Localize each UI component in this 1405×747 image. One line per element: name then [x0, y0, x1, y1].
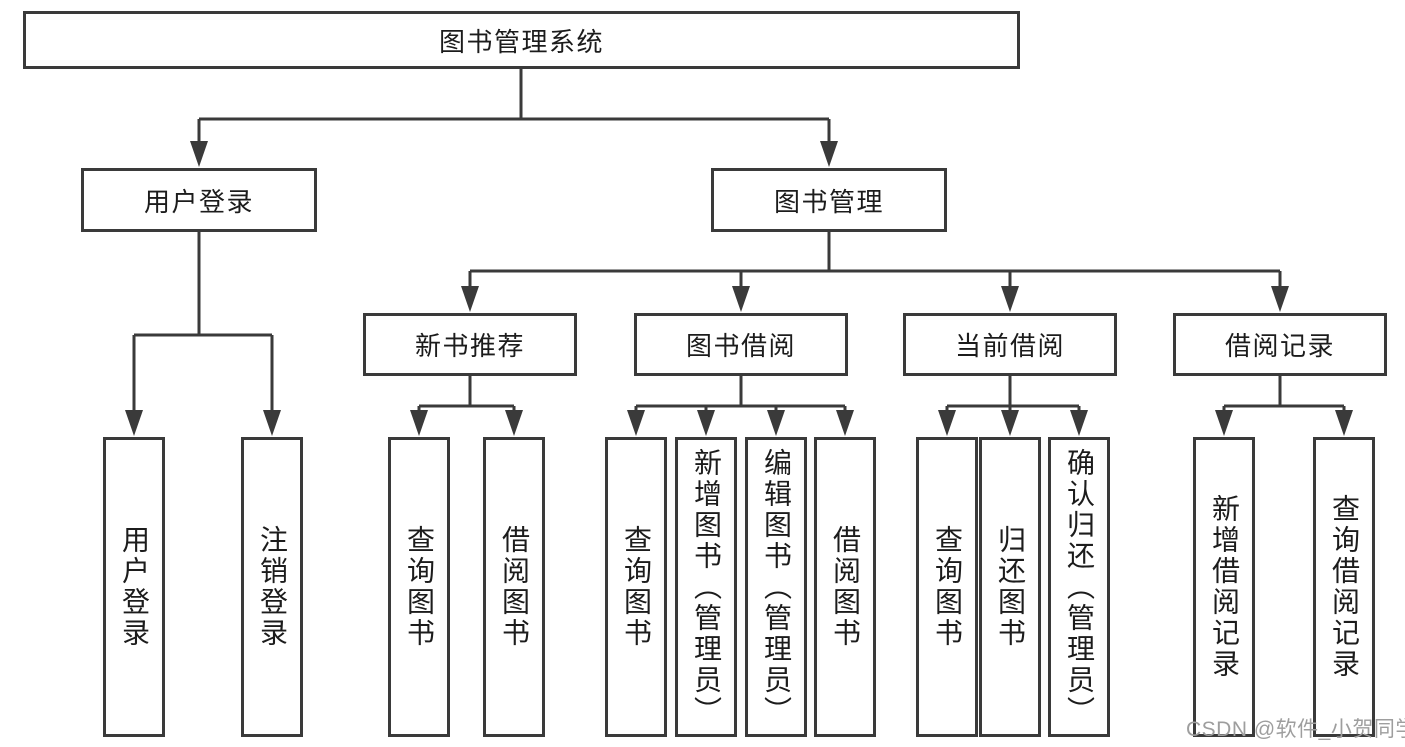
connector-current-borrow-children	[938, 376, 1088, 436]
leaf-borrow-books-borrow: 借阅图书	[814, 437, 876, 737]
connector-root-to-level2	[190, 69, 838, 167]
leaf-query-books-borrow: 查询图书	[605, 437, 667, 737]
leaf-confirm-return-admin: 确认归还（管理员）	[1048, 437, 1110, 737]
leaf-add-book-admin: 新增图书（管理员）	[675, 437, 737, 737]
node-borrow-records: 借阅记录	[1173, 313, 1387, 376]
connector-new-book-children	[410, 376, 523, 436]
connector-book-borrow-children	[627, 376, 854, 436]
leaf-add-borrow-record: 新增借阅记录	[1193, 437, 1255, 737]
leaf-edit-book-admin: 编辑图书（管理员）	[745, 437, 807, 737]
node-new-book-recommend: 新书推荐	[363, 313, 577, 376]
leaf-query-books-recommend: 查询图书	[388, 437, 450, 737]
leaf-logout: 注销登录	[241, 437, 303, 737]
node-current-borrow: 当前借阅	[903, 313, 1117, 376]
connector-user-login-children	[125, 232, 281, 436]
leaf-query-books-current: 查询图书	[916, 437, 978, 737]
leaf-query-borrow-record: 查询借阅记录	[1313, 437, 1375, 737]
node-user-login: 用户登录	[81, 168, 317, 232]
leaf-return-books: 归还图书	[979, 437, 1041, 737]
watermark: CSDN @软件_小贺同学	[1186, 718, 1405, 741]
node-book-borrow: 图书借阅	[634, 313, 848, 376]
leaf-borrow-books-recommend: 借阅图书	[483, 437, 545, 737]
connector-borrow-record-children	[1215, 376, 1353, 436]
connector-book-management-children	[461, 232, 1289, 312]
node-root-system: 图书管理系统	[23, 11, 1020, 69]
leaf-user-login: 用户登录	[103, 437, 165, 737]
node-book-management: 图书管理	[711, 168, 947, 232]
